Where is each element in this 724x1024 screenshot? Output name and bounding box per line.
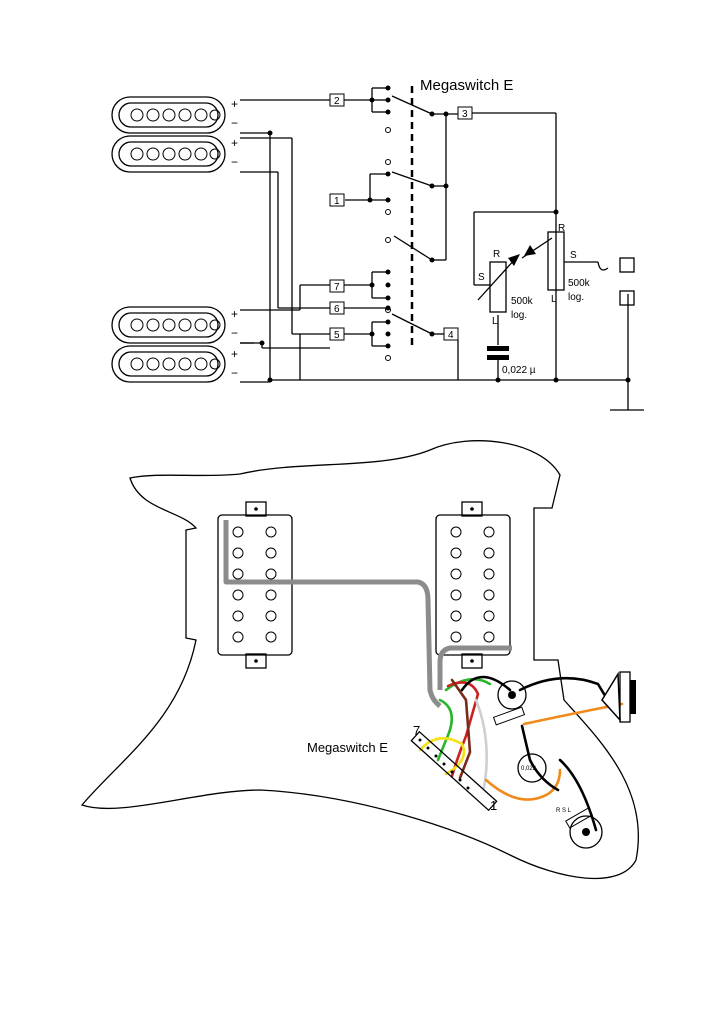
wire-orange xyxy=(484,702,624,801)
volume-pot-symbol: R S L 500k log. xyxy=(521,223,591,305)
volume-pot xyxy=(492,680,527,726)
svg-text:R: R xyxy=(493,249,500,260)
megaswitch-label: Megaswitch E xyxy=(307,740,388,755)
svg-text:S: S xyxy=(478,272,485,283)
output-wiring xyxy=(472,112,644,411)
lug-6: 6 xyxy=(329,301,345,315)
wire-brown xyxy=(450,678,472,780)
schematic: + − + − + − + − xyxy=(111,77,644,411)
pickup-neck-north xyxy=(111,96,226,134)
pickup-wires xyxy=(240,99,630,383)
svg-text:5: 5 xyxy=(334,330,340,341)
wire-black-ground xyxy=(460,675,612,832)
svg-text:4: 4 xyxy=(448,330,454,341)
wire-red xyxy=(446,681,480,778)
lug-7: 7 xyxy=(329,279,345,293)
svg-text:2: 2 xyxy=(334,96,340,107)
svg-text:log.: log. xyxy=(511,310,527,321)
svg-text:1: 1 xyxy=(334,196,340,207)
capacitor-value: 0,022 xyxy=(521,766,537,772)
switch-end-1: 1 xyxy=(490,798,497,813)
pot-pin-labels: R S L xyxy=(556,808,572,814)
svg-text:0,022 µ: 0,022 µ xyxy=(502,365,536,376)
tone-pot-symbol: R S L 500k log. xyxy=(477,249,534,327)
pickup-neck-south xyxy=(111,135,226,173)
svg-text:L: L xyxy=(551,294,557,305)
lug-5: 5 xyxy=(329,327,345,341)
polarity-minus-4: − xyxy=(231,366,238,380)
svg-text:R: R xyxy=(558,223,565,234)
capacitor-symbol: 0,022 µ xyxy=(487,346,536,376)
shield-cable-bridge xyxy=(437,645,512,690)
polarity-plus-3: + xyxy=(231,307,238,321)
pickguard-outline xyxy=(80,440,639,880)
lug-3: 3 xyxy=(457,106,473,120)
svg-text:L: L xyxy=(492,316,498,327)
wire-green xyxy=(436,677,492,762)
megaswitch xyxy=(410,730,498,812)
lug-4: 4 xyxy=(443,327,459,341)
polarity-plus-2: + xyxy=(231,136,238,150)
svg-text:500k: 500k xyxy=(568,278,591,289)
svg-text:S: S xyxy=(570,250,577,261)
polarity-plus-1: + xyxy=(231,97,238,111)
pickguard-wiring: 0,022 R S L Megaswitch E 7 1 xyxy=(80,440,639,880)
output-jack-symbol xyxy=(597,257,635,306)
shield-cable-neck xyxy=(223,520,442,708)
svg-text:7: 7 xyxy=(334,282,340,293)
lug-1: 1 xyxy=(329,193,345,207)
switch-title: Megaswitch E xyxy=(420,77,513,94)
master-pot: R S L xyxy=(556,807,603,849)
svg-text:log.: log. xyxy=(568,292,584,303)
polarity-minus-1: − xyxy=(231,116,238,130)
pickup-bridge-north xyxy=(111,306,226,344)
polarity-minus-3: − xyxy=(231,326,238,340)
switch-end-7: 7 xyxy=(413,723,420,738)
output-jack xyxy=(601,671,636,723)
polarity-plus-4: + xyxy=(231,347,238,361)
humbucker-neck xyxy=(217,501,293,669)
pickup-bridge-south xyxy=(111,345,226,383)
svg-text:6: 6 xyxy=(334,304,340,315)
svg-text:3: 3 xyxy=(462,109,468,120)
humbucker-bridge xyxy=(435,501,511,669)
polarity-minus-2: − xyxy=(231,155,238,169)
megaswitch-contacts xyxy=(344,85,459,380)
tone-pot: 0,022 xyxy=(517,753,547,783)
lug-2: 2 xyxy=(329,93,345,107)
svg-text:500k: 500k xyxy=(511,296,534,307)
wire-white xyxy=(474,698,488,790)
